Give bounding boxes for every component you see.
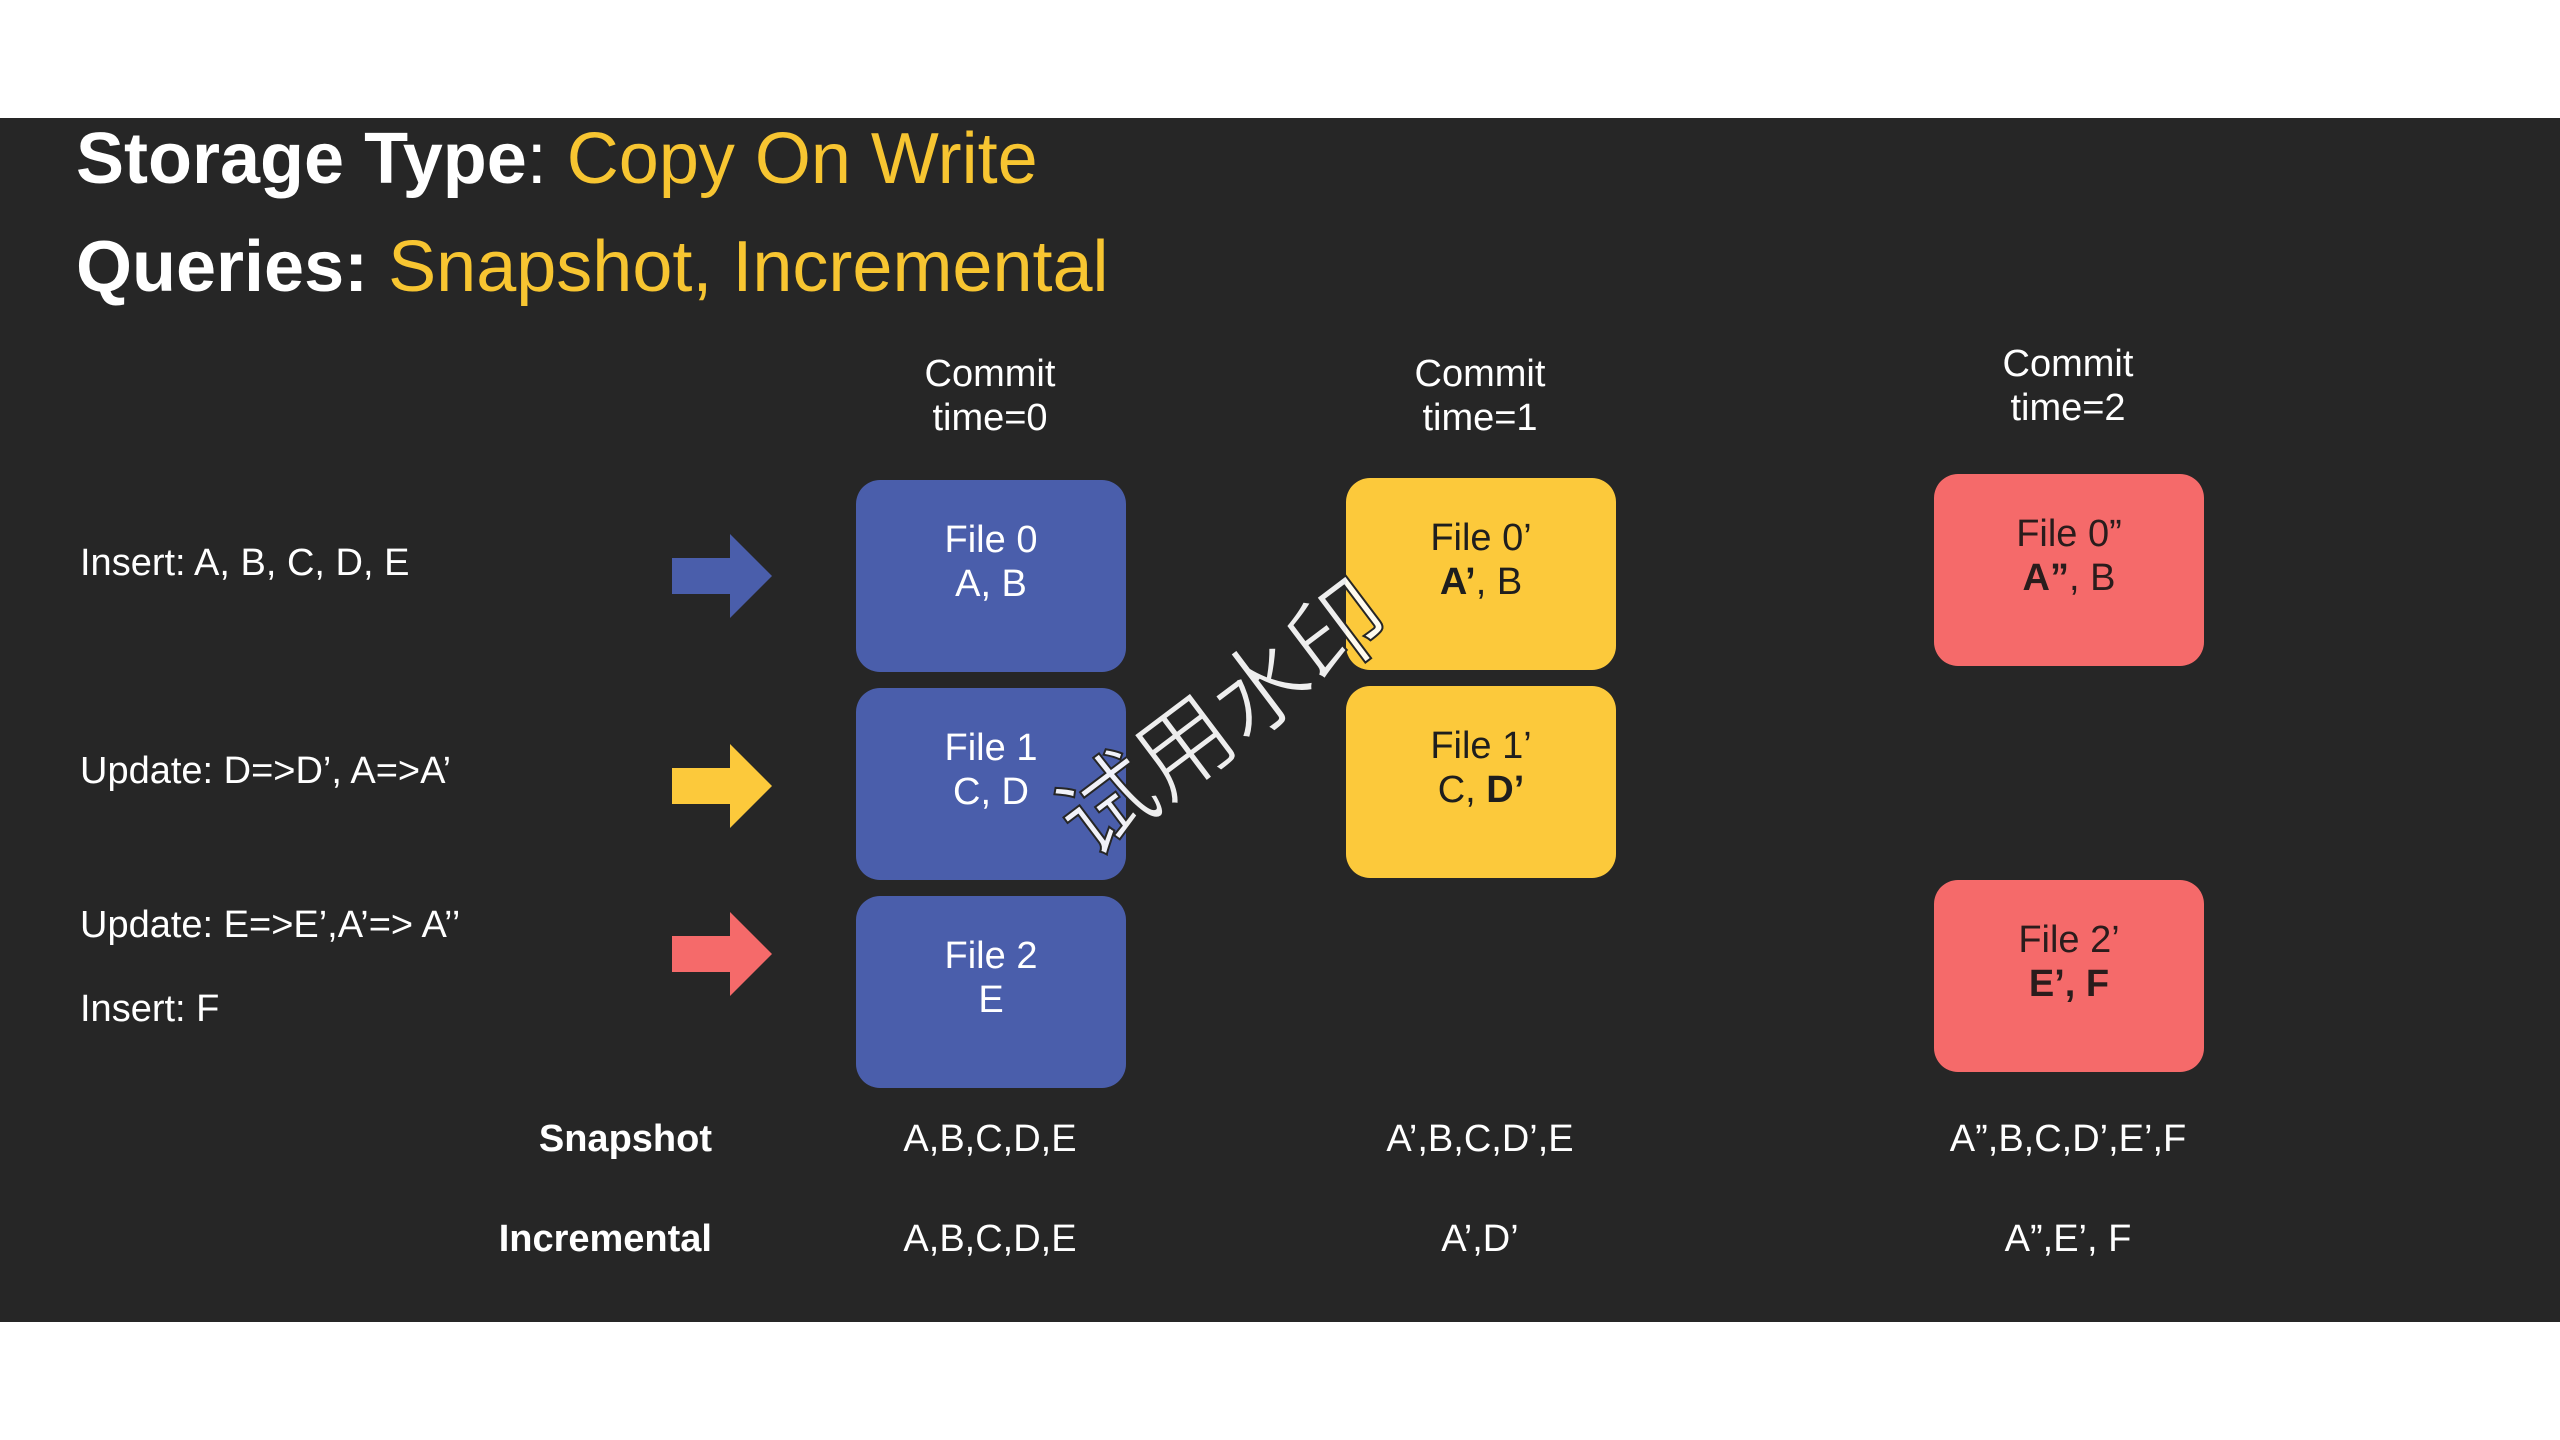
- file-0-prime-contents: A’, B: [1346, 560, 1616, 604]
- file-1-prime-bold: D’: [1486, 769, 1525, 811]
- update-operation-label-2: Update: E=>E’,A’=> A’’: [80, 904, 461, 946]
- file-0-double-prime-name: File 0”: [2016, 513, 2122, 555]
- file-1-prime-box: File 1’ C, D’: [1346, 686, 1616, 878]
- commit-header-1-line1: Commit: [1414, 353, 1546, 395]
- file-1-box: File 1 C, D: [856, 688, 1126, 880]
- incremental-cell-1: A’,D’: [1441, 1218, 1519, 1260]
- file-1-name: File 1: [944, 727, 1038, 769]
- file-0-prime-rest: , B: [1475, 561, 1523, 603]
- queries-title: Queries: Snapshot, Incremental: [76, 226, 1109, 308]
- file-0-name: File 0: [944, 519, 1038, 561]
- incremental-row-label: Incremental: [498, 1218, 712, 1260]
- queries-value: Snapshot, Incremental: [388, 227, 1109, 307]
- storage-type-title: Storage Type: Copy On Write: [76, 118, 1038, 200]
- file-2-box: File 2 E: [856, 896, 1126, 1088]
- commit-header-0-line1: Commit: [924, 353, 1056, 395]
- file-1-contents: C, D: [953, 771, 1029, 813]
- file-1-prime-rest: C,: [1437, 769, 1487, 811]
- yellow-arrow-icon: [672, 744, 772, 828]
- snapshot-row-label: Snapshot: [538, 1118, 712, 1160]
- commit-header-0-line2: time=0: [932, 397, 1048, 439]
- incremental-cell-0: A,B,C,D,E: [903, 1218, 1077, 1260]
- commit-header-2-line1: Commit: [2002, 343, 2134, 385]
- insert-operation-label-2: Insert: F: [80, 988, 220, 1030]
- storage-type-label: Storage Type: [76, 119, 527, 199]
- file-2-contents: E: [978, 979, 1004, 1021]
- commit-header-2: Commit time=2: [1918, 342, 2218, 430]
- incremental-cell-2: A”,E’, F: [2004, 1218, 2132, 1260]
- storage-type-value: Copy On Write: [566, 119, 1038, 199]
- file-0-prime-box: File 0’ A’, B: [1346, 478, 1616, 670]
- file-0-contents: A, B: [955, 563, 1027, 605]
- file-0-double-prime-bold: A”: [2022, 557, 2069, 599]
- queries-label: Queries:: [76, 227, 389, 307]
- commit-header-0: Commit time=0: [840, 352, 1140, 440]
- file-0-double-prime-rest: , B: [2068, 557, 2116, 599]
- snapshot-cell-1: A’,B,C,D’,E: [1386, 1118, 1574, 1160]
- file-2-name: File 2: [944, 935, 1038, 977]
- snapshot-cell-2: A”,B,C,D’,E’,F: [1949, 1118, 2187, 1160]
- commit-header-2-line2: time=2: [2010, 387, 2126, 429]
- file-0-prime-bold: A’: [1439, 561, 1476, 603]
- file-1-prime-contents: C, D’: [1346, 768, 1616, 812]
- file-2-prime-box: File 2’ E’, F: [1934, 880, 2204, 1072]
- blue-arrow-icon: [672, 534, 772, 618]
- storage-type-separator: :: [526, 119, 567, 199]
- file-0-double-prime-box: File 0” A”, B: [1934, 474, 2204, 666]
- file-2-prime-contents: E’, F: [2028, 963, 2110, 1005]
- commit-header-1-line2: time=1: [1422, 397, 1538, 439]
- red-arrow-icon: [672, 912, 772, 996]
- file-0-prime-name: File 0’: [1430, 517, 1532, 559]
- update-operation-label-1: Update: D=>D’, A=>A’: [80, 750, 452, 792]
- slide: Storage Type: Copy On Write Queries: Sna…: [0, 118, 2560, 1322]
- file-1-prime-name: File 1’: [1430, 725, 1532, 767]
- commit-header-1: Commit time=1: [1330, 352, 1630, 440]
- snapshot-cell-0: A,B,C,D,E: [903, 1118, 1077, 1160]
- insert-operation-label: Insert: A, B, C, D, E: [80, 542, 410, 584]
- file-2-prime-name: File 2’: [2018, 919, 2120, 961]
- file-0-box: File 0 A, B: [856, 480, 1126, 672]
- file-0-double-prime-contents: A”, B: [1934, 556, 2204, 600]
